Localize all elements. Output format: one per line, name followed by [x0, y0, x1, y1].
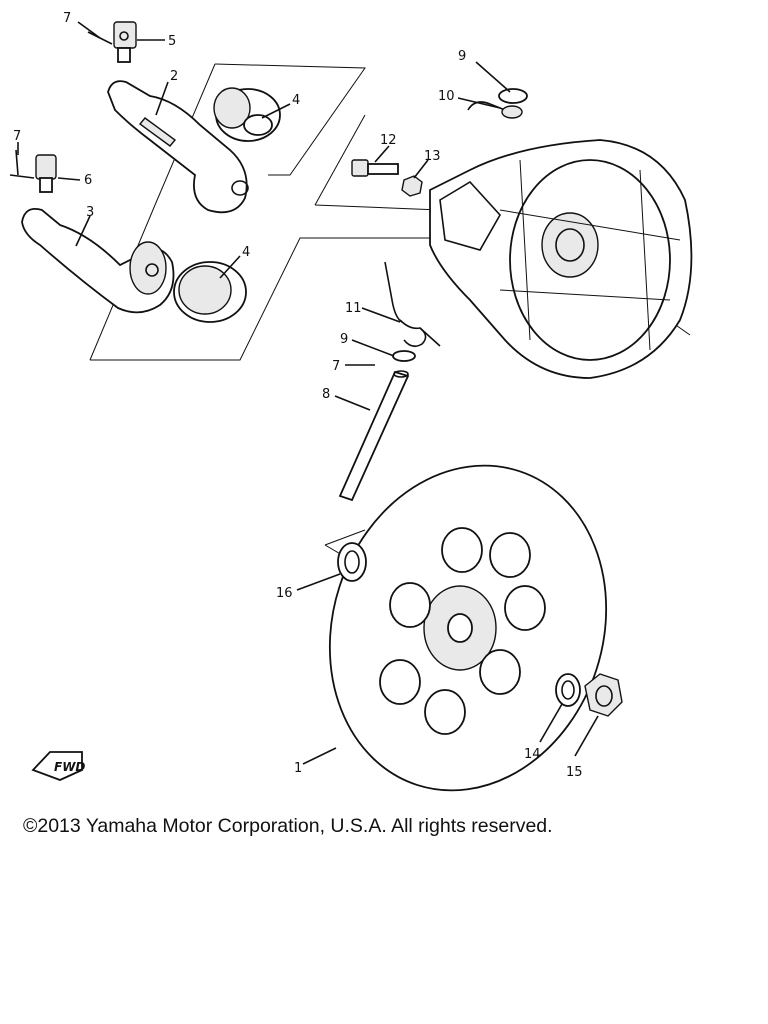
- callout-1: 1: [294, 761, 302, 776]
- fwd-arrow-icon: FWD: [31, 751, 85, 781]
- callout-15: 15: [566, 765, 583, 780]
- callout-5: 5: [168, 34, 176, 49]
- bolt: [351, 159, 399, 177]
- callout-7-lower: 7: [332, 359, 340, 374]
- adjuster-block-left: [35, 154, 57, 193]
- nut-15: [584, 673, 623, 717]
- callout-14: 14: [524, 747, 541, 762]
- torsion-spring-top: [467, 101, 523, 119]
- nut-small: [401, 175, 423, 197]
- callout-8: 8: [322, 387, 330, 402]
- callout-6: 6: [84, 173, 92, 188]
- roller-lower: [173, 261, 247, 323]
- callouts: 7 5 2 4 7 6 3 4 9 10 12 13 11 9 7 8 16 1…: [13, 11, 583, 780]
- drive-housing: [429, 139, 693, 379]
- washer-14: [555, 673, 581, 707]
- callout-12: 12: [380, 133, 397, 148]
- adjuster-block-upper: [113, 21, 137, 63]
- arm-lower: [21, 207, 175, 314]
- cotter-pin-left: [9, 149, 35, 179]
- roller-upper: [213, 87, 281, 142]
- callout-13: 13: [424, 149, 441, 164]
- fwd-label: FWD: [54, 760, 85, 774]
- callout-9-upper: 9: [458, 49, 466, 64]
- leader-lines: [17, 21, 599, 765]
- washer-top: [498, 88, 528, 104]
- callout-11: 11: [345, 301, 362, 316]
- callout-4-lower: 4: [242, 245, 250, 260]
- washer-16: [337, 542, 367, 582]
- callout-2: 2: [170, 69, 178, 84]
- shaft: [338, 370, 410, 502]
- callout-4-upper: 4: [292, 93, 300, 108]
- callout-16: 16: [276, 586, 293, 601]
- arm-upper: [107, 80, 249, 214]
- spring: [384, 261, 441, 348]
- callout-7-left: 7: [13, 129, 21, 144]
- callout-9-lower: 9: [340, 332, 348, 347]
- copyright-notice: ©2013 Yamaha Motor Corporation, U.S.A. A…: [23, 815, 553, 837]
- parts-diagram: FWD 7 5 2 4 7 6 3 4 9 10 12 13: [9, 11, 693, 792]
- pulley-disc: [328, 464, 608, 792]
- callout-7: 7: [63, 11, 71, 26]
- callout-3: 3: [86, 205, 94, 220]
- callout-10: 10: [438, 89, 455, 104]
- washer-lower: [392, 350, 416, 362]
